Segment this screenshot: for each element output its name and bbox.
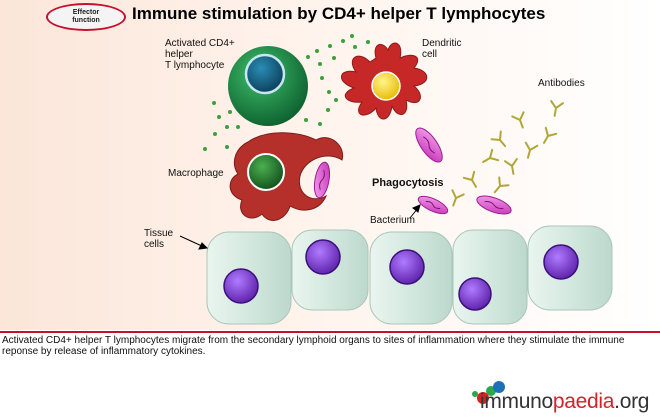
bacterium [415,127,443,163]
label-bacterium: Bacterium [370,215,416,226]
immunopaedia-logo: immunopaedia.org [465,378,655,418]
t-lymphocyte [228,46,308,126]
badge-line-1: Effector [72,9,100,16]
tissue-cell-nucleus [543,244,579,280]
antibody [462,170,477,188]
tissue-cell-nucleus [458,277,492,311]
label-tissue-cells: Tissue cells [144,228,174,250]
tissue-cell [291,229,369,311]
logo-part-2: paedia [552,390,615,413]
logo-part-1: immuno [480,390,553,413]
tissue-cell [527,225,613,311]
tissue-cell [369,231,453,325]
cytokine-dots [203,34,370,151]
logo-molecule-icon [472,381,505,404]
macrophage [229,132,344,221]
dendritic-cell [341,42,428,120]
figure-caption: Activated CD4+ helper T lymphocytes migr… [2,335,625,357]
antibody [490,130,507,148]
caption-divider [0,331,660,333]
dendritic-cell-nucleus [371,71,401,101]
tissue-cell [206,231,292,325]
tissue-pointer-arrowhead [198,242,209,250]
t-lymphocyte-nucleus [244,53,286,95]
bacterium [417,195,449,215]
effector-function-badge: Effector function [46,3,126,31]
tissue-cell-nucleus [305,239,341,275]
antibody [543,126,558,144]
bacterium [476,195,512,215]
page-title: Immune stimulation by CD4+ helper T lymp… [132,4,546,23]
tissue-pointer [179,235,205,248]
tissue-cells [206,225,613,325]
antibody [451,189,465,207]
badge-line-2: function [72,17,100,24]
tissue-cell-nucleus [223,268,259,304]
antibody [511,111,525,129]
bacteria [313,127,512,215]
label-macrophage: Macrophage [168,168,224,179]
tissue-cell [452,229,528,325]
immune-scene [179,34,613,325]
antibody [550,100,564,117]
label-antibodies: Antibodies [538,78,585,89]
label-dendritic-cell: Dendritic cell [422,38,462,60]
label-t-lymphocyte: Activated CD4+ helper T lymphocyte [165,38,235,71]
antibodies [451,100,564,207]
label-phagocytosis: Phagocytosis [372,177,444,189]
antibody [524,141,539,159]
macrophage-nucleus [247,153,285,191]
pointer-lines [179,204,421,250]
antibody [482,148,500,163]
antibody [493,176,510,194]
bacterium-pointer-arrowhead [412,204,421,213]
logo-wordmark: immunopaedia.org [480,390,649,414]
antibody [504,158,518,175]
tissue-cell-nucleus [389,249,425,285]
logo-part-3: .org [614,390,650,413]
bacterium [313,161,331,199]
